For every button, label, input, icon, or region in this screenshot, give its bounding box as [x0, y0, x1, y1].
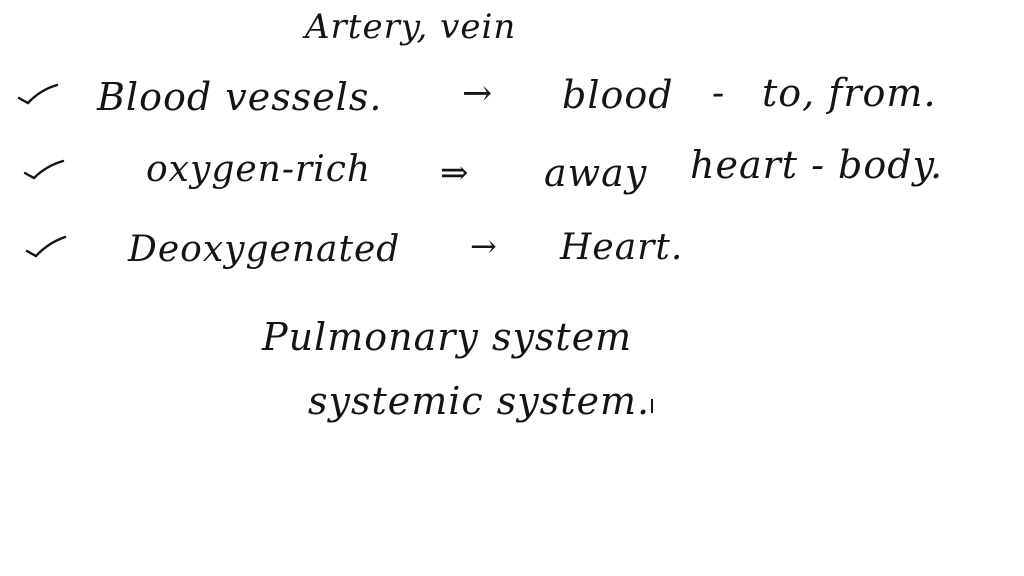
line1-detail: to, from.: [762, 71, 937, 115]
check-mark-icon: [16, 82, 60, 108]
line5-systemic-system: systemic system.: [308, 379, 651, 423]
pen-cursor-mark: [651, 399, 653, 413]
line3-result: Heart.: [560, 227, 684, 268]
line2-term: oxygen-rich: [146, 149, 372, 190]
line4-pulmonary-system: Pulmonary system: [262, 315, 633, 359]
line2-detail: heart - body.: [690, 143, 944, 187]
line1-term: Blood vessels.: [97, 75, 383, 119]
line2-arrow: ⇒: [440, 153, 470, 193]
check-mark-icon: [24, 234, 68, 260]
line1-result: blood: [562, 73, 674, 117]
line3-term: Deoxygenated: [128, 229, 401, 270]
notes-heading: Artery, vein: [305, 7, 517, 47]
line3-arrow: →: [470, 227, 498, 265]
line1-arrow: →: [462, 73, 494, 114]
line1-dash: -: [712, 73, 726, 114]
line2-result: away: [544, 151, 648, 195]
check-mark-icon: [22, 158, 66, 184]
